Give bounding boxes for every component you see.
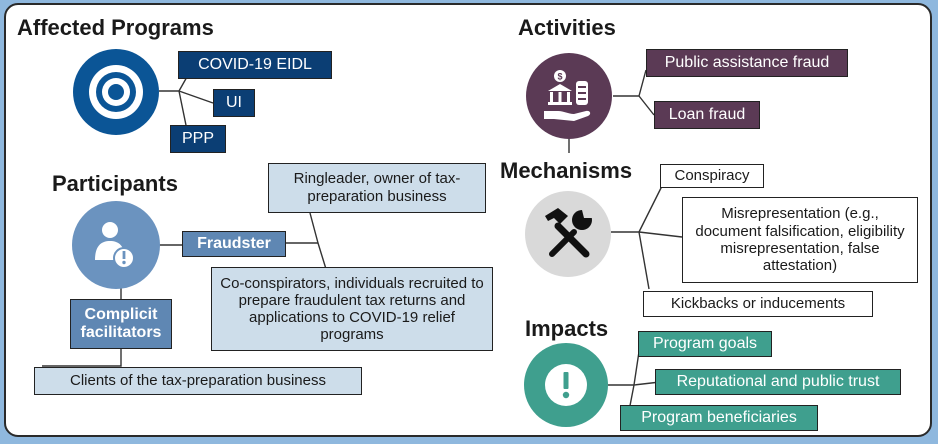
fraudster-label: Fraudster <box>182 231 286 257</box>
program-ui: UI <box>213 89 255 117</box>
person-alert-icon <box>95 222 135 269</box>
role-clients: Clients of the tax-preparation business <box>34 367 362 395</box>
affected-programs-circle <box>73 49 159 135</box>
target-icon <box>89 65 143 119</box>
participants-heading: Participants <box>52 171 178 196</box>
exclamation-icon <box>545 364 587 406</box>
money-hand-icon: $ <box>544 70 591 121</box>
role-ringleader: Ringleader, owner of tax-preparation bus… <box>268 163 486 213</box>
mechanism-misrepresentation: Misrepresentation (e.g., document falsif… <box>682 197 918 283</box>
activity-public-assistance-fraud: Public assistance fraud <box>646 49 848 77</box>
diagram-panel: Affected Programs COVID-19 EIDL UI PPP P… <box>4 3 932 437</box>
impact-reputational-public-trust: Reputational and public trust <box>655 369 901 395</box>
activities-heading: Activities <box>518 15 616 40</box>
mechanism-conspiracy: Conspiracy <box>660 164 764 188</box>
participants-circle <box>72 201 160 289</box>
complicit-facilitators-label: Complicit facilitators <box>70 299 172 349</box>
impact-program-goals: Program goals <box>638 331 772 357</box>
impact-program-beneficiaries: Program beneficiaries <box>620 405 818 431</box>
mechanisms-circle <box>525 191 611 277</box>
activity-loan-fraud: Loan fraud <box>654 101 760 129</box>
role-co-conspirators: Co-conspirators, individuals recruited t… <box>211 267 493 351</box>
mechanisms-heading: Mechanisms <box>500 158 633 183</box>
mechanism-kickbacks: Kickbacks or inducements <box>643 291 873 317</box>
tools-icon <box>545 208 592 258</box>
activities-circle: $ <box>526 53 612 139</box>
program-covid-eidl: COVID-19 EIDL <box>178 51 332 79</box>
program-ppp: PPP <box>170 125 226 153</box>
impacts-heading: Impacts <box>525 316 609 341</box>
affected-programs-heading: Affected Programs <box>17 15 214 40</box>
svg-text:$: $ <box>557 72 562 82</box>
impacts-circle <box>524 343 608 427</box>
connector-lines <box>42 67 683 417</box>
